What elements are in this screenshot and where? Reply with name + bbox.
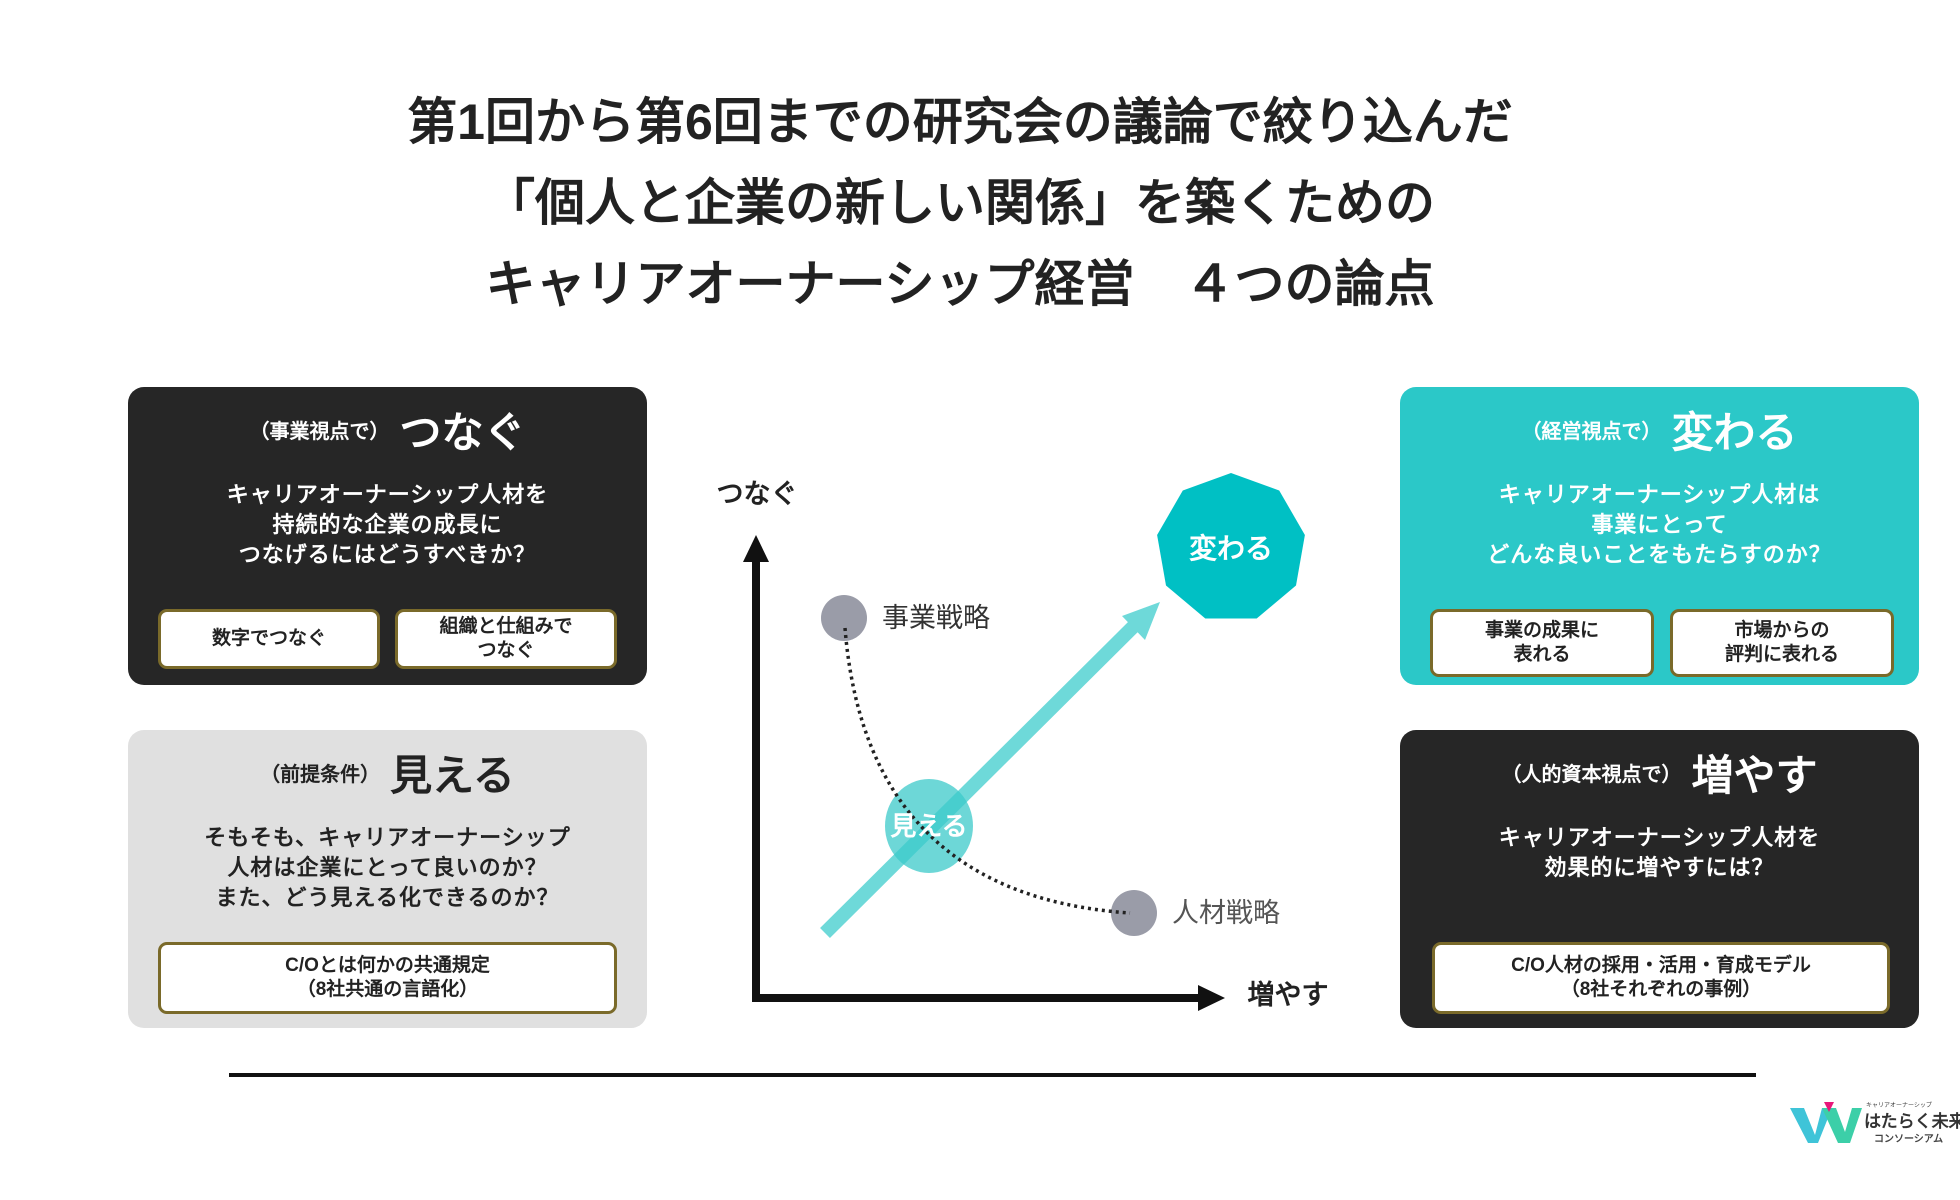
button-label: 組織と仕組みで [439,616,573,637]
logo-sub: コンソーシアム [1874,1133,1943,1145]
button-label: 評判に表れる [1724,644,1839,665]
logo-tagline: キャリアオーナーシップ [1866,1102,1932,1109]
y-axis-arrowhead-icon [743,535,769,562]
title-line-2: 「個人と企業の新しい関係」を築くための [485,175,1435,231]
question-line: そもそも、キャリアオーナーシップ [204,825,571,850]
y-axis-label: つなぐ [717,479,798,509]
box-subtitle: （人的資本視点で） [1501,763,1682,786]
box-subtitle: （前提条件） [260,763,381,786]
box-question: キャリアオーナーシップ人材は 事業にとって どんな良いことをもたらすのか？ [1400,480,1919,570]
button-label: 数字でつなぐ [211,628,326,649]
button-business-results[interactable]: 事業の成果に 表れる [1430,609,1654,677]
question-line: 持続的な企業の成長に [272,512,503,537]
logo-w-left-icon [1790,1108,1832,1143]
button-suji-de-tsunagu[interactable]: 数字でつなぐ [158,609,380,669]
divider [229,1073,1756,1077]
button-label: 市場からの [1734,620,1830,641]
question-line: 人材は企業にとって良いのか？ [227,855,548,880]
button-label: （8社それぞれの事例） [1560,979,1762,1000]
button-co-definition[interactable]: C/Oとは何かの共通規定 （8社共通の言語化） [158,942,617,1014]
button-label: （8社共通の言語化） [296,979,479,1000]
logo-name: はたらく未来 [1864,1111,1960,1131]
button-label: C/O人材の採用・活用・育成モデル [1511,955,1811,976]
logo-w-right-icon [1822,1108,1862,1143]
box-heading: 見える [390,751,515,799]
growth-arrow [820,617,1143,938]
question-line: 効果的に増やすには？ [1544,855,1775,880]
goal-octagon [1157,473,1305,619]
box-heading: つなぐ [399,408,526,456]
box-question: そもそも、キャリアオーナーシップ 人材は企業にとって良いのか？ また、どう見える… [128,823,647,913]
button-label: C/Oとは何かの共通規定 [285,955,490,976]
box-fuyasu: （人的資本視点で） 増やす キャリアオーナーシップ人材を 効果的に増やすには？ C… [1400,730,1919,1028]
question-line: 事業にとって [1591,512,1728,537]
button-label: 事業の成果に [1484,620,1599,641]
box-tsunagu: （事業視点で） つなぐ キャリアオーナーシップ人材を 持続的な企業の成長に つなげ… [128,387,647,685]
button-label: 表れる [1513,644,1571,665]
question-line: また、どう見える化できるのか？ [215,885,560,910]
tradeoff-curve [843,627,1131,915]
page-title: 第1回から第6回までの研究会の議論で絞り込んだ 「個人と企業の新しい関係」を築く… [0,82,1920,325]
box-question: キャリアオーナーシップ人材を 持続的な企業の成長に つなげるにはどうすべきか？ [128,480,647,570]
business-strategy-label: 事業戦略 [882,603,990,633]
box-heading: 増やす [1691,751,1818,799]
button-label: つなぐ [477,640,535,661]
mieru-label: 見える [890,811,967,841]
goal-label: 変わる [1189,532,1273,564]
title-line-3: キャリアオーナーシップ経営 ４つの論点 [485,256,1435,312]
box-subtitle: （事業視点で） [249,420,390,443]
mieru-circle [885,779,973,873]
talent-strategy-label: 人材戦略 [1172,898,1280,928]
button-soshiki-to-shikumi[interactable]: 組織と仕組みで つなぐ [395,609,617,669]
x-axis-arrowhead-icon [1198,985,1225,1011]
question-line: どんな良いことをもたらすのか？ [1487,542,1832,567]
growth-arrowhead-icon [1122,602,1160,640]
question-line: キャリアオーナーシップ人材を [226,482,549,507]
box-mieru: （前提条件） 見える そもそも、キャリアオーナーシップ 人材は企業にとって良いのか… [128,730,647,1028]
box-subtitle: （経営視点で） [1521,420,1662,443]
question-line: つなげるにはどうすべきか？ [238,542,537,567]
business-strategy-point [821,595,867,641]
box-question: キャリアオーナーシップ人材を 効果的に増やすには？ [1400,823,1919,883]
box-kawaru: （経営視点で） 変わる キャリアオーナーシップ人材は 事業にとって どんな良いこと… [1400,387,1919,685]
talent-strategy-point [1111,890,1157,936]
title-line-1: 第1回から第6回までの研究会の議論で絞り込んだ [407,94,1513,150]
logo-accent-icon [1824,1102,1834,1112]
button-co-talent-model[interactable]: C/O人材の採用・活用・育成モデル （8社それぞれの事例） [1432,942,1890,1014]
question-line: キャリアオーナーシップ人材は [1498,482,1821,507]
box-heading: 変わる [1671,408,1798,456]
question-line: キャリアオーナーシップ人材を [1498,825,1821,850]
x-axis-label: 増やす [1248,979,1329,1010]
consortium-logo: キャリアオーナーシップ はたらく未来 コンソーシアム [1790,1102,1960,1145]
button-market-reputation[interactable]: 市場からの 評判に表れる [1670,609,1894,677]
